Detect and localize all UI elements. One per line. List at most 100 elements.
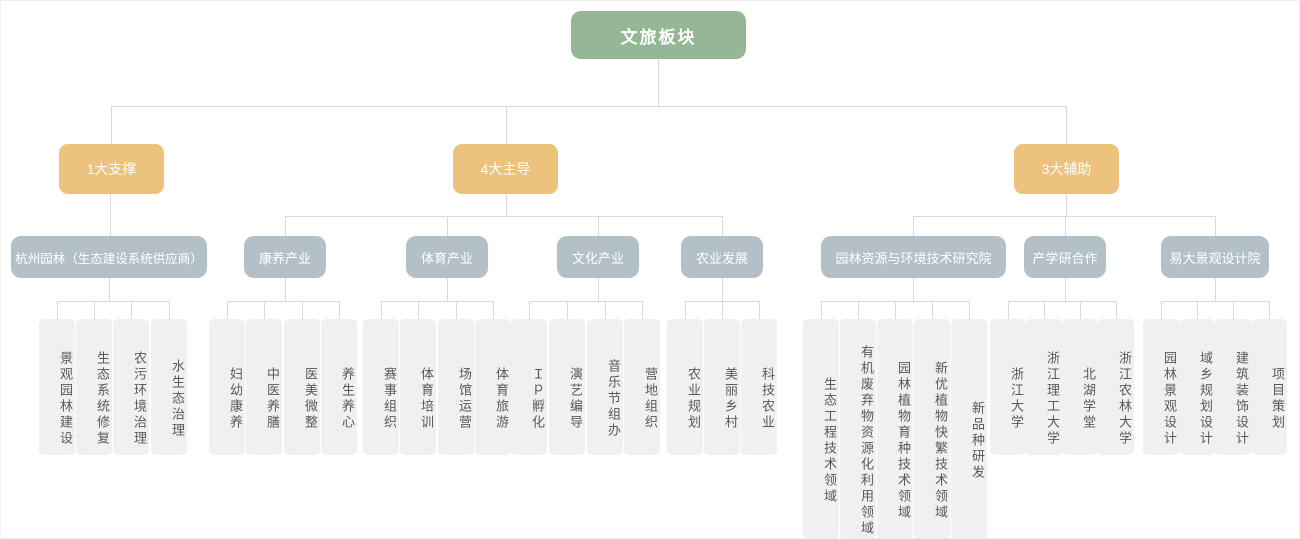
leaf-node: 景观园林建设 <box>39 319 75 455</box>
branch-node-auxiliary: 3大辅助 <box>1014 144 1119 194</box>
connector-line <box>418 302 419 319</box>
connector-line <box>381 301 494 302</box>
connector-line <box>913 217 914 236</box>
leaf-node: 生态工程技术领域 <box>803 319 839 538</box>
leaf-node: 项目策划 <box>1251 319 1287 455</box>
leaf-node: 域乡规划设计 <box>1179 319 1215 455</box>
branch-node-lead: 4大主导 <box>453 144 558 194</box>
connector-line <box>447 278 448 301</box>
category-node-industry-academia: 产学研合作 <box>1024 236 1106 278</box>
category-node-research-institute: 园林资源与环境技术研究院 <box>821 236 1006 278</box>
connector-line <box>302 302 303 319</box>
connector-line <box>598 217 599 236</box>
leaf-node: 园林植物育种技术领域 <box>877 319 913 538</box>
connector-line <box>1116 302 1117 319</box>
connector-line <box>506 107 507 144</box>
leaf-node: 音乐节组办 <box>587 319 623 455</box>
connector-line <box>529 302 530 319</box>
connector-line <box>722 302 723 319</box>
leaf-node: 浙江农林大学 <box>1098 319 1134 455</box>
connector-line <box>722 217 723 236</box>
leaf-node: 科技农业 <box>741 319 777 455</box>
leaf-node: 有机废弃物资源化利用领域 <box>840 319 876 538</box>
connector-line <box>529 301 643 302</box>
connector-line <box>1215 278 1216 301</box>
connector-line <box>57 301 170 302</box>
connector-line <box>381 302 382 319</box>
connector-line <box>913 216 1216 217</box>
leaf-node: 北湖学堂 <box>1062 319 1098 455</box>
connector-line <box>285 278 286 301</box>
connector-line <box>658 59 659 106</box>
leaf-node: 医美微整 <box>284 319 320 455</box>
connector-line <box>110 194 111 236</box>
leaf-node: 体育培训 <box>400 319 436 455</box>
connector-line <box>447 217 448 236</box>
connector-line <box>1066 107 1067 144</box>
category-node-yida-design: 易大景观设计院 <box>1161 236 1269 278</box>
connector-line <box>642 302 643 319</box>
leaf-node: 场馆运营 <box>438 319 474 455</box>
connector-line <box>1215 217 1216 236</box>
connector-line <box>722 278 723 301</box>
category-node-culture: 文化产业 <box>557 236 639 278</box>
leaf-node: 中医养膳 <box>246 319 282 455</box>
connector-line <box>285 217 286 236</box>
leaf-node: 浙江理工大学 <box>1026 319 1062 455</box>
connector-line <box>1066 194 1067 216</box>
connector-line <box>1161 301 1270 302</box>
connector-line <box>759 302 760 319</box>
connector-line <box>109 278 110 301</box>
connector-line <box>227 302 228 319</box>
connector-line <box>1065 217 1066 236</box>
leaf-node: 水生态治理 <box>151 319 187 455</box>
connector-line <box>821 302 822 319</box>
connector-line <box>858 302 859 319</box>
category-node-sports: 体育产业 <box>406 236 488 278</box>
leaf-node: 新品种研发 <box>951 319 987 538</box>
connector-line <box>506 194 507 216</box>
connector-line <box>1161 302 1162 319</box>
connector-line <box>169 302 170 319</box>
connector-line <box>227 301 340 302</box>
leaf-node: 新优植物快繁技术领域 <box>914 319 950 538</box>
category-node-agriculture: 农业发展 <box>681 236 763 278</box>
connector-line <box>932 302 933 319</box>
leaf-node: Ｉｐ孵化 <box>511 319 547 455</box>
leaf-node: 演艺编导 <box>549 319 585 455</box>
connector-line <box>493 302 494 319</box>
connector-line <box>111 107 112 144</box>
leaf-node: 美丽乡村 <box>704 319 740 455</box>
connector-line <box>895 302 896 319</box>
leaf-node: 体育旅游 <box>475 319 511 455</box>
leaf-node: 生态系统修复 <box>76 319 112 455</box>
connector-line <box>913 278 914 301</box>
connector-line <box>131 302 132 319</box>
connector-line <box>969 302 970 319</box>
connector-line <box>685 301 760 302</box>
connector-line <box>339 302 340 319</box>
connector-line <box>456 302 457 319</box>
connector-line <box>1044 302 1045 319</box>
leaf-node: 园林景观设计 <box>1143 319 1179 455</box>
leaf-node: 营地组织 <box>624 319 660 455</box>
connector-line <box>111 106 1067 107</box>
connector-line <box>1080 302 1081 319</box>
connector-line <box>1269 302 1270 319</box>
leaf-node: 妇幼康养 <box>209 319 245 455</box>
connector-line <box>598 278 599 301</box>
connector-line <box>1008 301 1117 302</box>
connector-line <box>94 302 95 319</box>
connector-line <box>285 216 723 217</box>
connector-line <box>685 302 686 319</box>
leaf-node: 农业规划 <box>667 319 703 455</box>
leaf-node: 养生养心 <box>321 319 357 455</box>
connector-line <box>1233 302 1234 319</box>
connector-line <box>821 301 970 302</box>
leaf-node: 浙江大学 <box>990 319 1026 455</box>
connector-line <box>567 302 568 319</box>
category-node-wellness: 康养产业 <box>244 236 326 278</box>
connector-line <box>1008 302 1009 319</box>
connector-line <box>605 302 606 319</box>
